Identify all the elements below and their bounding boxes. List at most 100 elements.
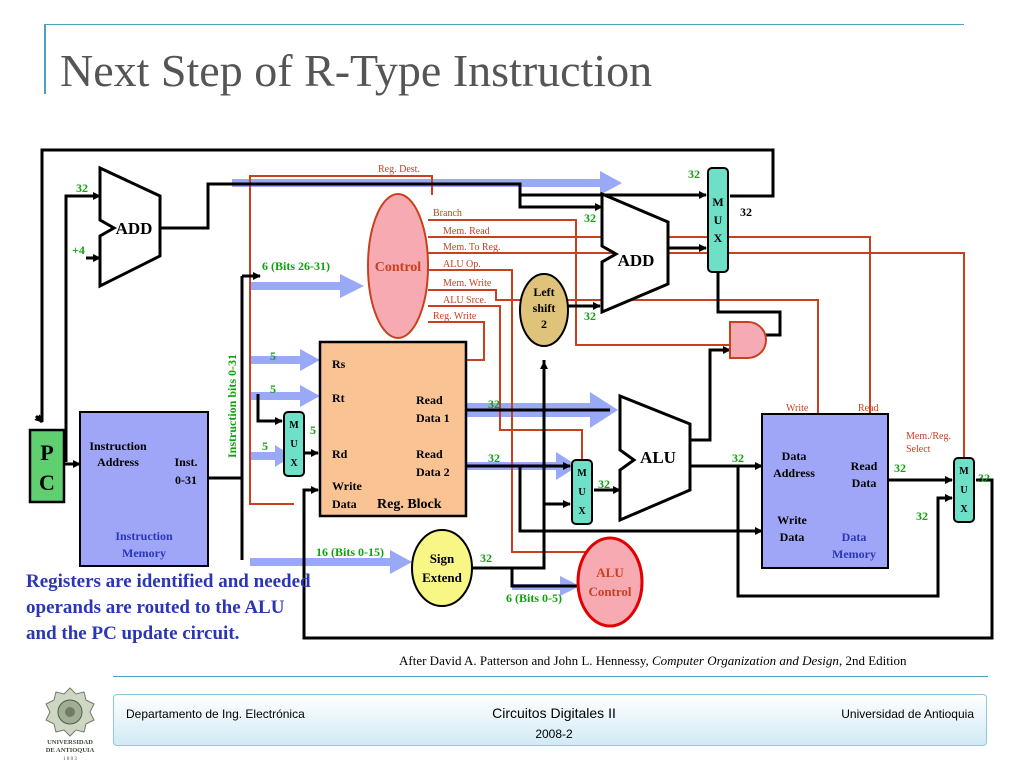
data-memory: Data Address Read Data Write Data Data M… xyxy=(761,413,889,569)
wire-bits0-5 xyxy=(510,568,580,588)
title-rule xyxy=(44,24,964,25)
wire-feedback-top xyxy=(40,148,775,422)
svg-text:Rs: Rs xyxy=(332,357,346,371)
lbl-32-muxout: 32 xyxy=(740,205,752,219)
lbl-plus4: +4 xyxy=(72,243,85,257)
lbl-5-rt: 5 xyxy=(270,382,276,396)
instruction-memory: Instruction Address Inst. 0-31 Instructi… xyxy=(79,411,209,567)
mem-to-reg-line xyxy=(428,252,965,460)
add1-label: ADD xyxy=(116,219,153,238)
svg-text:M: M xyxy=(959,466,969,477)
register-block: Rs Rt Rd Write Data Read Data 1 Read Dat… xyxy=(318,340,468,518)
mux-alu-src: M U X xyxy=(571,459,593,525)
svg-text:Write: Write xyxy=(332,479,362,493)
control-unit: Control xyxy=(367,193,429,339)
svg-text:M: M xyxy=(712,195,723,209)
lbl-32-aluout: 32 xyxy=(732,451,744,465)
svg-text:Data: Data xyxy=(780,530,805,544)
bus-width-labels: 32 +4 32 32 32 32 6 (Bits 26-31) 5 5 5 5… xyxy=(72,167,990,605)
lbl-32-topmux: 32 xyxy=(688,167,700,181)
slide-caption: Registers are identified and needed oper… xyxy=(26,571,311,644)
svg-text:Instruction: Instruction xyxy=(115,529,173,543)
lbl-5-rd: 5 xyxy=(262,439,268,453)
credit-line: After David A. Patterson and John L. Hen… xyxy=(399,653,906,669)
lbl-32-add1: 32 xyxy=(76,181,88,195)
sig-mem-to-reg: Mem. To Reg. xyxy=(443,242,500,253)
alu-unit: ALU xyxy=(618,393,692,523)
control-signal-labels: Reg. Dest. Branch Mem. Read Mem. To Reg.… xyxy=(378,164,951,455)
credit-prefix: After David A. Patterson and John L. Hen… xyxy=(399,653,652,668)
lbl-32-sign: 32 xyxy=(480,551,492,565)
svg-text:Reg. Block: Reg. Block xyxy=(377,497,442,512)
university-logo: UNIVERSIDAD DE ANTIOQUIA 1 8 0 3 xyxy=(45,687,95,762)
left-shift-unit: Left shift 2 xyxy=(519,273,569,347)
lbl-32-shift: 32 xyxy=(584,309,596,323)
svg-text:Control: Control xyxy=(375,260,422,275)
footer-term: 2008-2 xyxy=(535,727,573,741)
sig-read: Read xyxy=(858,403,879,414)
mem-read-line xyxy=(428,236,871,414)
lbl-32-dmem: 32 xyxy=(894,461,906,475)
lbl-32-read1: 32 xyxy=(488,397,500,411)
pc-label-p: P xyxy=(40,440,53,465)
and-gate xyxy=(729,321,767,359)
sig-branch: Branch xyxy=(433,208,462,219)
svg-text:Control: Control xyxy=(588,584,631,599)
svg-text:Read: Read xyxy=(851,459,878,473)
credit-suffix: , 2nd Edition xyxy=(838,653,907,668)
lbl-5-mux: 5 xyxy=(310,423,316,437)
svg-text:DE ANTIOQUIA: DE ANTIOQUIA xyxy=(46,747,95,754)
bus-arrow-bits0-15 xyxy=(250,550,412,574)
lbl-32-add2: 32 xyxy=(584,211,596,225)
svg-text:Data 1: Data 1 xyxy=(416,411,450,425)
add2-label: ADD xyxy=(618,251,655,270)
svg-text:U: U xyxy=(714,213,723,227)
svg-text:ALU: ALU xyxy=(596,565,624,580)
svg-text:Address: Address xyxy=(97,455,139,469)
wire-wb-loop xyxy=(302,478,994,640)
mux-reg-dest: M U X xyxy=(283,411,305,477)
wire-pc-to-add xyxy=(64,194,100,462)
bus-arrow-bits26 xyxy=(250,274,364,298)
svg-text:X: X xyxy=(290,458,298,469)
svg-text:1 8 0 3: 1 8 0 3 xyxy=(63,757,77,762)
wire-mux-to-and xyxy=(716,270,782,337)
svg-text:shift: shift xyxy=(533,301,556,315)
sign-extend-unit: Sign Extend xyxy=(411,529,473,607)
svg-text:Rd: Rd xyxy=(332,447,348,461)
svg-text:Read: Read xyxy=(416,393,443,407)
sig-mem-read: Mem. Read xyxy=(443,226,490,237)
sig-write: Write xyxy=(786,403,809,414)
svg-text:Read: Read xyxy=(416,447,443,461)
svg-text:M: M xyxy=(289,420,299,431)
mem-write-line xyxy=(428,289,819,414)
svg-text:Inst.: Inst. xyxy=(174,455,197,469)
mux-mem-to-reg: M U X xyxy=(953,457,975,523)
svg-text:Rt: Rt xyxy=(332,391,345,405)
wire-rt-down xyxy=(256,394,282,423)
alu-control-unit: ALU Control xyxy=(576,536,644,628)
sig-reg-dest: Reg. Dest. xyxy=(378,164,420,175)
add-unit-2: ADD xyxy=(600,191,670,315)
lbl-32-bypass: 32 xyxy=(916,509,928,523)
lbl-32-final: 32 xyxy=(978,471,990,485)
svg-text:Memory: Memory xyxy=(122,546,166,560)
lbl-bits0-5: 6 (Bits 0-5) xyxy=(506,591,562,605)
svg-text:2: 2 xyxy=(541,317,547,331)
svg-text:UNIVERSIDAD: UNIVERSIDAD xyxy=(47,739,93,746)
wire-read2-to-dmem xyxy=(518,466,762,533)
title-accent-bar xyxy=(44,24,46,94)
branch-line xyxy=(428,219,730,346)
svg-text:U: U xyxy=(290,439,297,450)
wire-add1-to-mux xyxy=(160,182,602,230)
svg-text:Data: Data xyxy=(332,497,357,511)
svg-text:U: U xyxy=(578,487,585,498)
sig-memreg-select-1: Mem./Reg. xyxy=(906,431,951,442)
alu-label: ALU xyxy=(640,448,676,467)
svg-text:Extend: Extend xyxy=(422,570,463,585)
footer-course: Circuitos Digitales II xyxy=(492,705,616,721)
lbl-32-read2: 32 xyxy=(488,451,500,465)
sig-reg-write: Reg. Write xyxy=(433,311,477,322)
pc-label-c: C xyxy=(39,470,55,495)
